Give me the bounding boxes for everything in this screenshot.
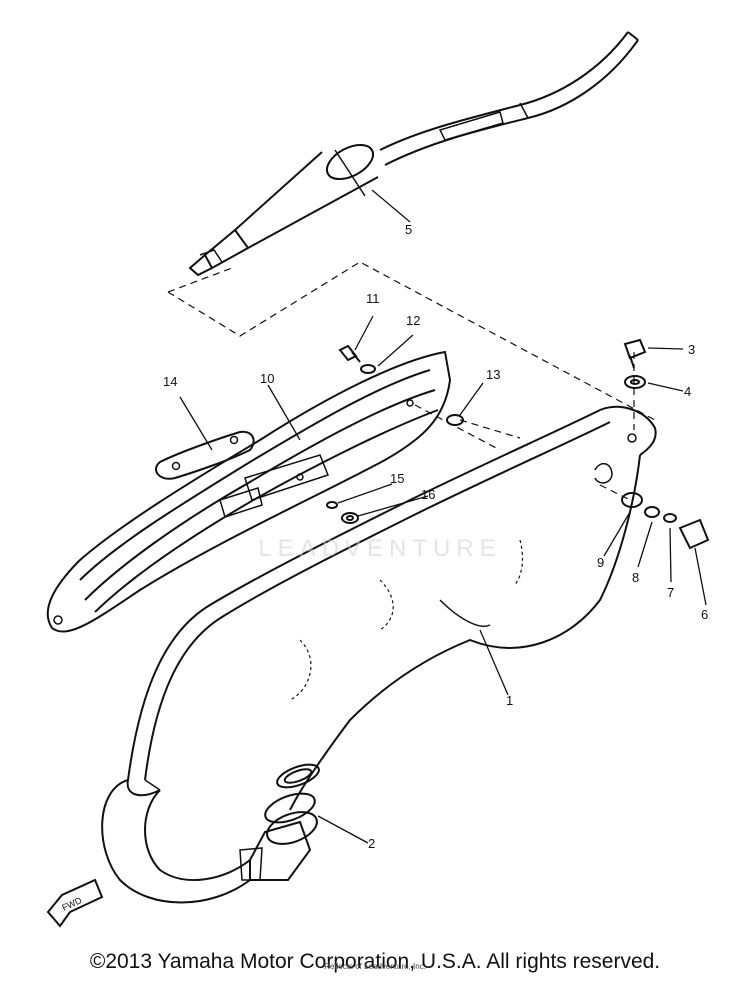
callout-11: 11 [366,291,380,306]
watermark: LEADVENTURE [258,535,502,562]
heat-protector [46,350,452,633]
exhaust-pipe [188,31,639,277]
callout-1: 1 [506,693,513,708]
callout-8: 8 [632,570,639,585]
bracket-plate [155,430,255,480]
leader-lines [179,189,707,844]
exhaust-bend [101,763,320,904]
copyright-notice: ©2013 Yamaha Motor Corporation, U.S.A. A… [89,950,661,973]
fwd-arrow-icon: FWD [46,878,104,928]
callout-3: 3 [688,342,695,357]
callout-13: 13 [486,367,500,382]
callout-16: 16 [421,487,435,502]
callout-numbers: 1 2 3 4 5 6 7 8 9 10 11 12 13 14 15 16 [163,222,708,851]
credit-line: Reflects of Leadventure, Inc. [324,962,426,971]
callout-10: 10 [260,371,274,386]
callout-14: 14 [163,374,177,389]
callout-15: 15 [390,471,404,486]
callout-5: 5 [405,222,412,237]
callout-6: 6 [701,607,708,622]
callout-4: 4 [684,384,691,399]
callout-2: 2 [368,836,375,851]
muffler-body [126,405,657,811]
callout-7: 7 [667,585,674,600]
callout-12: 12 [406,313,420,328]
assembly-guide-lines [167,261,656,501]
callout-9: 9 [597,555,604,570]
hardware [326,338,710,550]
